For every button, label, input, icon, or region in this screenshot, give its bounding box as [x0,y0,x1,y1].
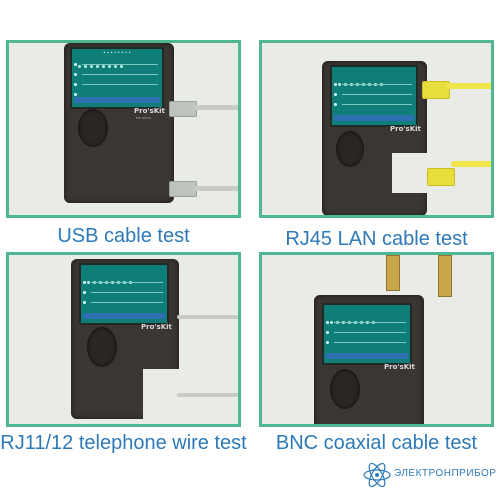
brand-label: Pro'sKit [134,107,165,115]
screen-row [82,64,158,65]
usb-test-photo-panel: • • • • • • • • Pro'sKit MT-7057A [6,40,241,218]
screen-row [91,302,163,303]
cable-tester-device: Pro'sKit [314,295,424,424]
tester-screen: • • • • • • • • [70,47,164,109]
usb-caption: USB cable test [57,225,190,247]
rj45-plug-top [422,81,450,99]
led-row [78,55,126,68]
screen-row [82,74,158,75]
atom-logo-icon [363,462,391,488]
screen-title: • • • • • • • • [103,50,131,55]
screen-row [334,332,406,333]
rj11-cable-top [177,315,238,319]
watermark-text: ЭЛЕКТРОНПРИБОР [394,468,497,479]
device-notch [143,369,179,419]
tester-screen [330,65,418,127]
status-dot [74,63,77,66]
screen-row [82,84,158,85]
brand-label: Pro'sKit [141,323,172,331]
brand-label: Pro'sKit [384,363,415,371]
bnc-caption: BNC coaxial cable test [275,432,478,454]
rj45-cable-bottom [451,161,491,167]
bnc-connector-left [386,255,400,291]
led-indicator [338,83,341,86]
led-indicator [120,65,123,68]
screen-row [91,282,163,283]
status-dot [74,73,77,76]
led-row [87,271,135,284]
led-indicator [114,65,117,68]
led-indicator [78,65,81,68]
rj45-cable-top [446,83,491,89]
led-indicator [96,65,99,68]
screen-button-strip [326,353,408,359]
status-dot [326,331,329,334]
screen-row [91,292,163,293]
tester-knob [87,327,117,367]
status-dot [74,83,77,86]
screen-row [334,322,406,323]
tester-screen [322,303,412,365]
rj45-caption: RJ45 LAN cable test [285,228,468,250]
status-dot [334,93,337,96]
led-indicator [84,65,87,68]
led-indicator [102,65,105,68]
tester-knob [336,131,364,167]
status-dot [326,341,329,344]
model-label: MT-7057A [136,116,151,120]
led-indicator [90,65,93,68]
led-indicator [87,281,90,284]
status-dot [326,321,329,324]
status-dot [83,301,86,304]
led-indicator [330,321,333,324]
rj11-test-photo-panel: Pro'sKit [6,252,241,427]
screen-row [342,84,412,85]
led-indicator [108,65,111,68]
rj45-plug-bottom [427,168,455,186]
bnc-test-photo-panel: Pro'sKit [259,252,494,427]
tester-knob [78,109,108,147]
led-row [330,311,378,324]
usb-cable-top [193,105,238,110]
screen-row [342,94,412,95]
bnc-connector-right [438,255,452,297]
tester-knob [330,369,360,409]
screen-button-strip [83,313,165,319]
screen-button-strip [334,115,414,121]
status-dot [74,93,77,96]
status-dot [334,83,337,86]
cable-tester-device: • • • • • • • • Pro'sKit MT-7057A [64,43,174,203]
screen-row [334,342,406,343]
usb-cable-bottom [193,186,238,191]
led-row [338,73,386,86]
rj11-cable-bottom [177,393,238,397]
tester-screen [79,263,169,325]
status-dot [334,103,337,106]
cable-tester-device: Pro'sKit [71,259,179,419]
screen-button-strip [74,97,160,103]
rj45-test-photo-panel: Pro'sKit [259,40,494,218]
status-dot [83,281,86,284]
status-dot [83,291,86,294]
cable-tester-device: Pro'sKit [322,61,427,215]
rj11-caption: RJ11/12 telephone wire test [0,432,247,454]
device-notch [392,153,427,193]
screen-row [342,104,412,105]
brand-label: Pro'sKit [390,125,421,133]
